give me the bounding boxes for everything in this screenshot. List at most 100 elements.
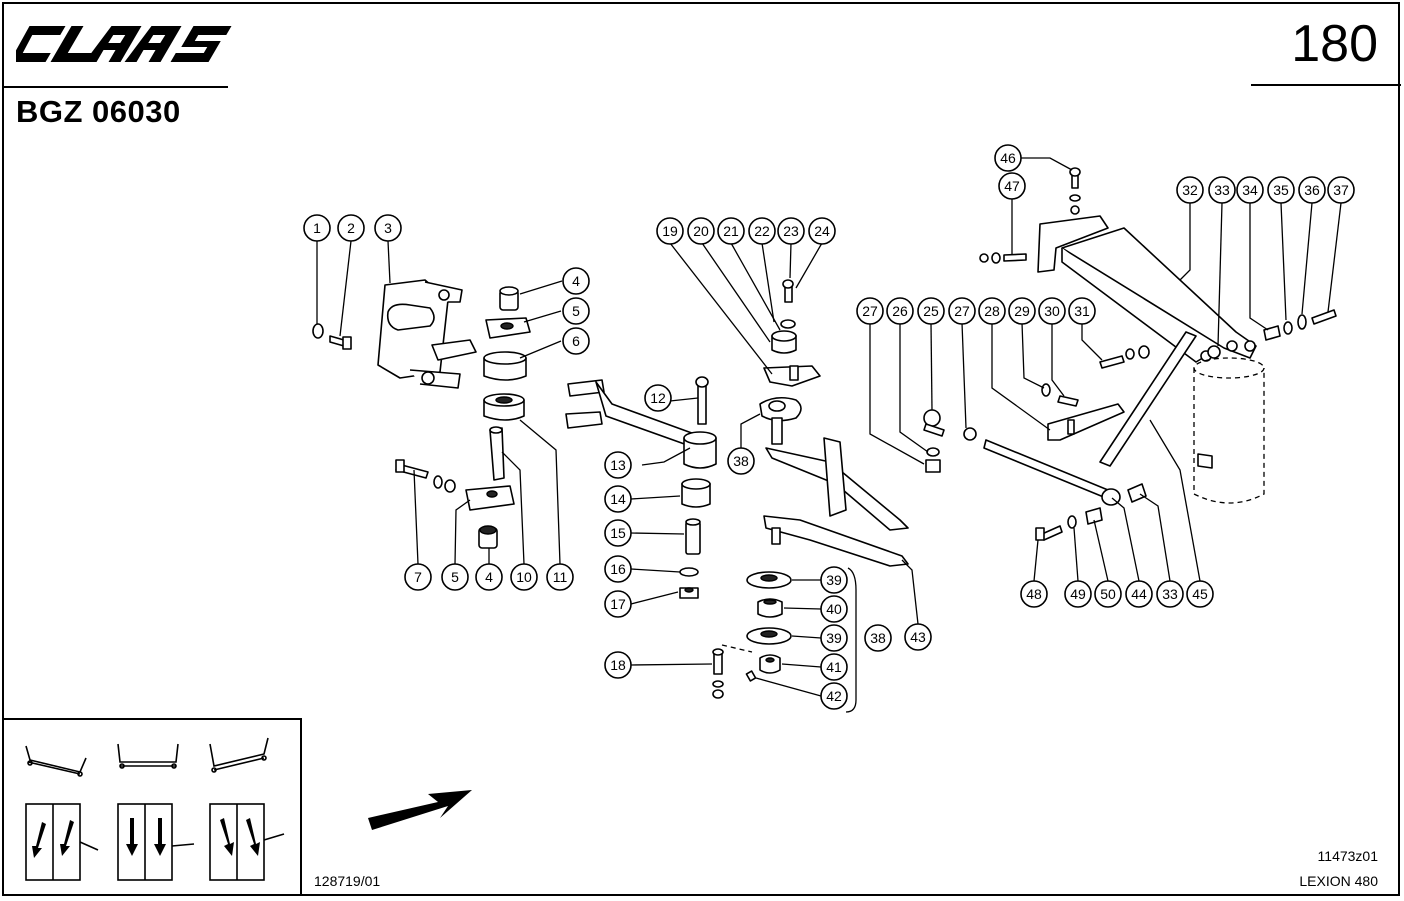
clamp-block-5b <box>465 485 515 511</box>
svg-text:50: 50 <box>1100 586 1116 602</box>
mount-38 <box>759 396 802 445</box>
callout-47: 47 <box>998 172 1026 200</box>
callout-27: 27 <box>856 297 884 325</box>
callout-48: 48 <box>1020 580 1048 608</box>
model-name: LEXION 480 <box>1299 873 1378 889</box>
callout-5b: 5 <box>441 563 469 591</box>
svg-text:38: 38 <box>733 453 749 469</box>
svg-text:39: 39 <box>826 572 842 588</box>
washer-49 <box>1067 515 1077 529</box>
svg-text:23: 23 <box>783 223 799 239</box>
callout-50: 50 <box>1094 580 1122 608</box>
callout-14: 14 <box>604 485 632 513</box>
callout-27b: 27 <box>948 297 976 325</box>
svg-text:19: 19 <box>662 223 678 239</box>
callout-22: 22 <box>748 217 776 245</box>
svg-text:6: 6 <box>572 333 580 349</box>
svg-text:42: 42 <box>826 688 842 704</box>
diagram-id: 11473z01 <box>1317 848 1378 864</box>
bolt-2 <box>329 335 352 350</box>
nut-26 <box>925 447 941 473</box>
svg-text:31: 31 <box>1074 303 1090 319</box>
callout-38: 38 <box>727 447 755 475</box>
svg-text:12: 12 <box>650 390 666 406</box>
callout-31: 31 <box>1068 297 1096 325</box>
svg-text:18: 18 <box>610 657 626 673</box>
svg-text:41: 41 <box>826 659 842 675</box>
pin-42 <box>745 670 757 682</box>
svg-text:20: 20 <box>693 223 709 239</box>
callout-35: 35 <box>1267 176 1295 204</box>
rod-44 <box>983 439 1147 506</box>
callout-37: 37 <box>1327 176 1355 204</box>
callout-32: 32 <box>1176 176 1204 204</box>
orientation-pictograms <box>25 737 285 881</box>
orientation-inset <box>2 718 302 896</box>
pipe-45 <box>1099 331 1197 467</box>
cup-39a <box>746 571 792 589</box>
bolt-30 <box>1057 395 1079 407</box>
svg-text:24: 24 <box>814 223 830 239</box>
lift-arm-32 <box>1037 215 1257 363</box>
svg-text:7: 7 <box>414 569 422 585</box>
svg-text:28: 28 <box>984 303 1000 319</box>
callout-16: 16 <box>604 555 632 583</box>
washer-nut-set <box>433 475 456 493</box>
bolt-7 <box>395 459 429 479</box>
svg-text:15: 15 <box>610 525 626 541</box>
callout-12: 12 <box>644 384 672 412</box>
callout-1: 1 <box>303 214 331 242</box>
page-number: 180 <box>1291 15 1378 73</box>
callout-4: 4 <box>562 267 590 295</box>
bearing-11 <box>483 393 525 421</box>
svg-text:48: 48 <box>1026 586 1042 602</box>
callout-30: 30 <box>1038 297 1066 325</box>
clamp-block-5 <box>485 317 531 339</box>
svg-text:1: 1 <box>313 220 321 236</box>
callout-13: 13 <box>604 451 632 479</box>
cup-39b <box>746 627 792 645</box>
svg-text:16: 16 <box>610 561 626 577</box>
callout-43: 43 <box>904 623 932 651</box>
claas-logo <box>16 26 232 62</box>
bushing-6 <box>483 351 527 381</box>
callout-20: 20 <box>687 217 715 245</box>
bolt-48 <box>1035 525 1063 541</box>
callout-39: 39 <box>820 566 848 594</box>
bolt-12 <box>695 376 709 425</box>
plate-19 <box>763 365 821 387</box>
mounting-bracket <box>377 279 477 389</box>
nut-27 <box>963 427 977 441</box>
bolt-47 <box>979 252 1027 264</box>
svg-text:4: 4 <box>485 569 493 585</box>
svg-text:21: 21 <box>723 223 739 239</box>
svg-text:33: 33 <box>1214 182 1230 198</box>
callout-15: 15 <box>604 519 632 547</box>
callout-41: 41 <box>820 653 848 681</box>
bushing-13 <box>683 431 717 469</box>
svg-text:35: 35 <box>1273 182 1289 198</box>
direction-arrow-icon <box>368 790 472 830</box>
svg-text:45: 45 <box>1192 586 1208 602</box>
svg-text:4: 4 <box>572 273 580 289</box>
callout-19: 19 <box>656 217 684 245</box>
rubber-bush-21 <box>771 330 797 354</box>
callout-18: 18 <box>604 651 632 679</box>
bushing-14 <box>681 478 711 508</box>
callout-3: 3 <box>374 214 402 242</box>
callout-7: 7 <box>404 563 432 591</box>
washer-22 <box>780 319 796 329</box>
bushing-4b <box>478 525 498 549</box>
svg-text:46: 46 <box>1000 150 1016 166</box>
callout-25: 25 <box>917 297 945 325</box>
end-fittings <box>1207 309 1337 359</box>
washer-16 <box>679 567 699 577</box>
washer-29 <box>1041 383 1051 397</box>
callout-10: 10 <box>510 563 538 591</box>
svg-text:14: 14 <box>610 491 626 507</box>
bolt-18 <box>712 648 724 699</box>
sleeve-50 <box>1085 507 1103 525</box>
callout-36: 36 <box>1298 176 1326 204</box>
bolt-23 <box>782 279 794 303</box>
